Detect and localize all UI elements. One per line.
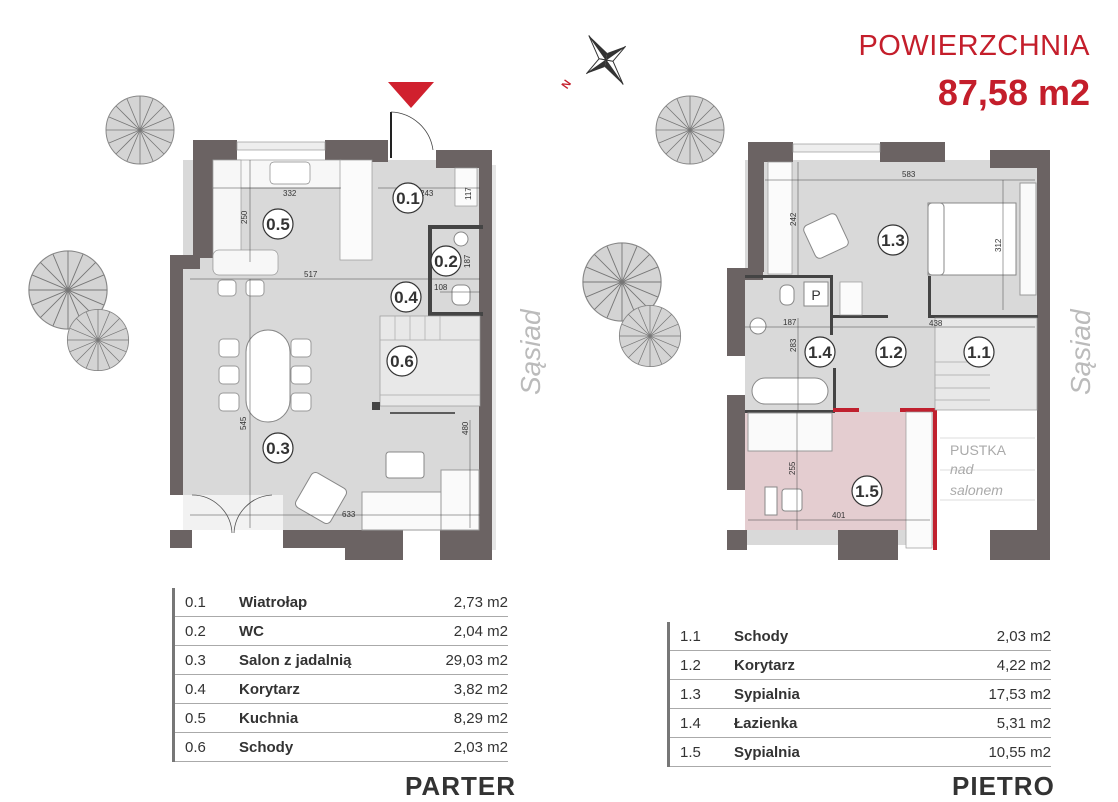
- dimension-label: 438: [929, 319, 943, 328]
- tree-icon: [105, 95, 175, 165]
- dimension-label: 242: [789, 212, 798, 226]
- dimension-label: 187: [463, 254, 472, 268]
- table-row: 1.4 Łazienka 5,31 m2: [670, 709, 1051, 738]
- tree-icon: [66, 308, 130, 372]
- room-name: Schody: [734, 627, 789, 645]
- dimension-label: 401: [832, 511, 846, 520]
- table-row: 1.5 Sypialnia 10,55 m2: [670, 738, 1051, 767]
- dimension-label: 312: [994, 238, 1003, 252]
- room-number: 1.1: [680, 627, 701, 645]
- void-label: PUSTKA: [950, 442, 1007, 458]
- room-area: 3,82 m2: [453, 680, 508, 698]
- bathroom-mark: P: [811, 287, 820, 303]
- room-name: Korytarz: [734, 656, 795, 674]
- entrance-arrow-icon: [388, 82, 434, 108]
- room-number: 1.4: [680, 714, 701, 732]
- room-name: Korytarz: [239, 680, 300, 698]
- room-area: 2,73 m2: [453, 593, 508, 611]
- room-name: Salon z jadalnią: [239, 651, 352, 669]
- room-area: 10,55 m2: [988, 743, 1051, 761]
- neighbor-label: Sąsiad: [1065, 309, 1096, 395]
- dimension-label: 255: [788, 461, 797, 475]
- table-row: 1.3 Sypialnia 17,53 m2: [670, 680, 1051, 709]
- room-label: 1.1: [967, 343, 991, 362]
- tree-icon: [618, 304, 682, 368]
- room-name: Wiatrołap: [239, 593, 308, 611]
- room-number: 1.5: [680, 743, 701, 761]
- ground-floor-title: PARTER: [405, 771, 516, 801]
- room-number: 1.2: [680, 656, 701, 674]
- dimension-label: 332: [283, 189, 297, 198]
- room-number: 0.4: [185, 680, 206, 698]
- room-name: Sypialnia: [734, 743, 800, 761]
- room-label: 0.4: [394, 288, 418, 307]
- room-area: 17,53 m2: [988, 685, 1051, 703]
- table-row: 1.1 Schody 2,03 m2: [670, 622, 1051, 651]
- room-name: Schody: [239, 738, 294, 756]
- table-row: 1.2 Korytarz 4,22 m2: [670, 651, 1051, 680]
- room-name: Sypialnia: [734, 685, 800, 703]
- upper-floor-title: PIETRO: [952, 771, 1055, 801]
- table-row: 0.3 Salon z jadalnią 29,03 m2: [175, 646, 508, 675]
- room-area: 2,04 m2: [453, 622, 508, 640]
- room-number: 1.3: [680, 685, 701, 703]
- total-area: 87,58 m2: [937, 72, 1090, 113]
- dimension-label: 187: [783, 318, 797, 327]
- room-name: Łazienka: [734, 714, 798, 732]
- room-number: 0.2: [185, 622, 206, 640]
- table-row: 0.6 Schody 2,03 m2: [175, 733, 508, 762]
- dimension-label: 250: [240, 210, 249, 224]
- room-area: 5,31 m2: [996, 714, 1051, 732]
- room-label: 1.2: [879, 343, 903, 362]
- room-label: 1.3: [881, 231, 905, 250]
- dimension-label: 108: [434, 283, 448, 292]
- dimension-label: 283: [789, 338, 798, 352]
- room-label: 0.1: [396, 189, 420, 208]
- room-label: 0.5: [266, 215, 290, 234]
- table-row: 0.1 Wiatrołap 2,73 m2: [175, 588, 508, 617]
- dimension-label: 517: [304, 270, 318, 279]
- room-number: 0.1: [185, 593, 206, 611]
- area-heading: POWIERZCHNIA: [858, 30, 1090, 62]
- room-label: 0.2: [434, 252, 458, 271]
- dimension-label: 545: [239, 416, 248, 430]
- tree-icon: [655, 95, 725, 165]
- table-row: 0.2 WC 2,04 m2: [175, 617, 508, 646]
- dimension-label: 633: [342, 510, 356, 519]
- ground-floor-plan: 332 243 250 117 517 108 187 545 480 633 …: [170, 111, 496, 560]
- room-name: WC: [239, 622, 264, 640]
- void-label: salonem: [950, 482, 1003, 498]
- dimension-label: 117: [464, 187, 473, 200]
- room-label: 0.6: [390, 352, 414, 371]
- ground-floor-room-table: 0.1 Wiatrołap 2,73 m2 0.2 WC 2,04 m2 0.3 Salo…: [172, 588, 508, 762]
- north-label: N: [560, 78, 574, 91]
- room-number: 0.6: [185, 738, 206, 756]
- room-number: 0.5: [185, 709, 206, 727]
- room-area: 2,03 m2: [996, 627, 1051, 645]
- room-area: 2,03 m2: [453, 738, 508, 756]
- dimension-label: 583: [902, 170, 916, 179]
- room-label: 1.4: [808, 343, 832, 362]
- dimension-label: 480: [461, 421, 470, 435]
- room-area: 29,03 m2: [445, 651, 508, 669]
- neighbor-label: Sąsiad: [515, 309, 546, 395]
- room-name: Kuchnia: [239, 709, 299, 727]
- room-number: 0.3: [185, 651, 206, 669]
- upper-floor-plan: P PUSTKA nad salonem 583 242 312 187 438…: [727, 142, 1050, 560]
- room-area: 4,22 m2: [996, 656, 1051, 674]
- compass-icon: [585, 35, 627, 85]
- void-label: nad: [950, 461, 975, 477]
- table-row: 0.4 Korytarz 3,82 m2: [175, 675, 508, 704]
- dimension-label: 243: [420, 189, 434, 198]
- room-label: 1.5: [855, 482, 879, 501]
- room-label: 0.3: [266, 439, 290, 458]
- room-area: 8,29 m2: [453, 709, 508, 727]
- table-row: 0.5 Kuchnia 8,29 m2: [175, 704, 508, 733]
